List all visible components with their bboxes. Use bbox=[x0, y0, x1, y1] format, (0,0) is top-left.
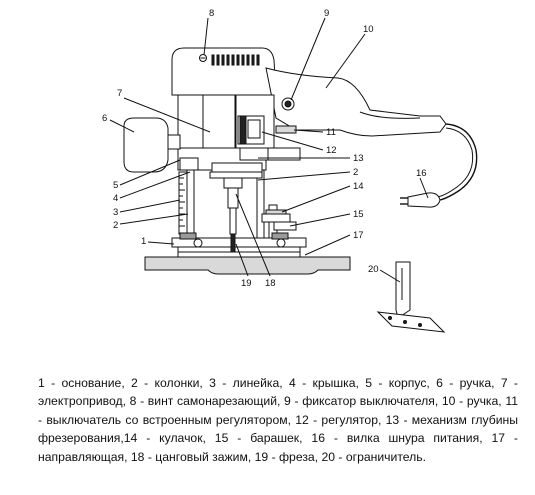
label-19: 19 bbox=[241, 278, 252, 289]
motor-body bbox=[171, 47, 277, 96]
housing bbox=[177, 147, 301, 173]
cam bbox=[261, 209, 291, 223]
cutter bbox=[230, 233, 236, 253]
collet bbox=[229, 207, 237, 235]
depth-mechanism bbox=[239, 147, 269, 161]
label-9: 9 bbox=[324, 8, 329, 19]
limiter bbox=[376, 261, 446, 333]
label-5: 5 bbox=[113, 180, 118, 191]
screw-icon bbox=[199, 54, 207, 62]
rear-handle bbox=[265, 67, 447, 137]
ventilation-slots bbox=[211, 54, 260, 66]
label-2a: 2 bbox=[353, 167, 358, 178]
label-2b: 2 bbox=[113, 220, 118, 231]
base-plate bbox=[171, 237, 307, 258]
label-7: 7 bbox=[117, 88, 122, 99]
guide-rail bbox=[144, 256, 351, 275]
wing-nut bbox=[193, 221, 297, 248]
label-3: 3 bbox=[113, 207, 118, 218]
column-feet bbox=[179, 232, 289, 240]
label-4: 4 bbox=[113, 193, 118, 204]
label-17: 17 bbox=[353, 230, 364, 241]
power-cord bbox=[437, 123, 478, 201]
label-6: 6 bbox=[102, 113, 107, 124]
router-diagram: 8 9 10 7 6 11 12 13 2 16 5 14 4 3 15 2 1… bbox=[102, 8, 478, 333]
power-plug bbox=[400, 192, 441, 208]
leader-lines bbox=[109, 17, 429, 283]
label-11: 11 bbox=[326, 127, 336, 138]
label-14: 14 bbox=[353, 181, 364, 192]
label-16: 16 bbox=[416, 168, 427, 179]
label-10: 10 bbox=[363, 24, 374, 35]
part-labels: 8 9 10 7 6 11 12 13 2 16 5 14 4 3 15 2 1… bbox=[102, 8, 427, 289]
switch bbox=[275, 125, 297, 134]
front-handle bbox=[123, 117, 181, 173]
label-12: 12 bbox=[326, 145, 337, 156]
switch-lock-icon bbox=[281, 97, 295, 111]
label-18: 18 bbox=[265, 278, 276, 289]
cover bbox=[209, 171, 263, 179]
parts-legend: 1 - основание, 2 - колонки, 3 - линейка,… bbox=[38, 376, 518, 464]
regulator bbox=[237, 115, 265, 145]
label-13: 13 bbox=[353, 153, 364, 164]
label-20: 20 bbox=[368, 264, 379, 275]
ruler bbox=[178, 171, 188, 235]
label-1: 1 bbox=[141, 236, 146, 247]
label-15: 15 bbox=[353, 209, 364, 220]
label-8: 8 bbox=[209, 8, 214, 19]
spindle bbox=[223, 177, 243, 209]
